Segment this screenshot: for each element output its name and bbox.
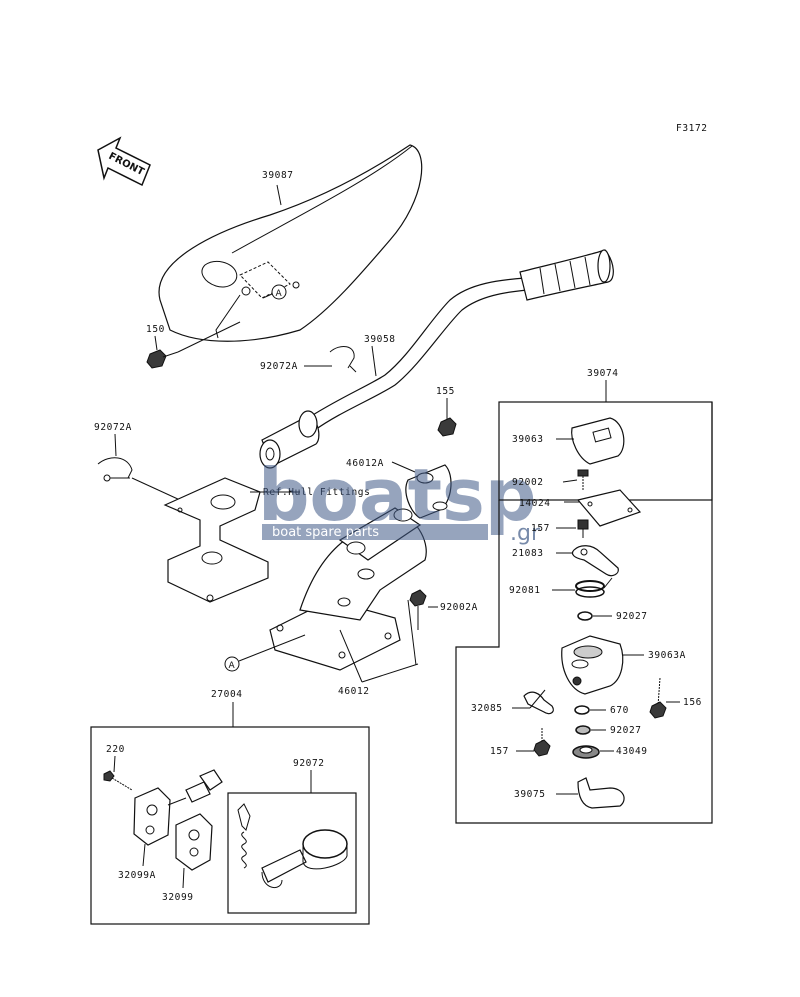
label-92072a-left: 92072A (94, 422, 132, 433)
mounting-bracket-part (163, 477, 269, 603)
label-21083: 21083 (512, 548, 544, 559)
handlebar-cover-part (158, 144, 423, 342)
switch-assembly-box (90, 726, 370, 925)
label-14024: 14024 (519, 498, 551, 509)
label-92072a-top: 92072A (260, 361, 298, 372)
label-155: 155 (436, 386, 455, 397)
label-39058: 39058 (364, 334, 396, 345)
clamp-92072a-top-part (329, 346, 357, 373)
seal-43049-part (572, 745, 600, 759)
label-220: 220 (106, 744, 125, 755)
figure-code: F3172 (676, 123, 708, 134)
lanyard-clip-part (237, 803, 348, 888)
case-39063a-part (561, 635, 624, 695)
svg-text:boat spare parts: boat spare parts (272, 525, 379, 540)
clamp-92072a-left-part (97, 457, 133, 482)
label-32085: 32085 (471, 703, 503, 714)
left-grip-icon (259, 410, 320, 469)
switch-housing-32099a-part (133, 787, 187, 846)
washer-92027-bottom-part (575, 725, 591, 735)
label-46012a: 46012A (346, 458, 384, 469)
bolt-92002a-part (409, 589, 427, 630)
bolt-157-top-part (577, 519, 589, 538)
circle-marker-a-bottom: A (224, 656, 240, 672)
label-39087: 39087 (262, 170, 294, 181)
cover-39063-part (571, 417, 625, 465)
screw-220-part (103, 770, 133, 791)
watermark-logo: boatsp .gr boat spare parts (258, 453, 541, 546)
label-670: 670 (610, 705, 629, 716)
o-ring-670-part (574, 705, 590, 715)
ref-hull-fittings: Ref.Hull Fittings (263, 487, 370, 498)
label-32099: 32099 (162, 892, 194, 903)
front-arrow-icon: FRONT (97, 136, 151, 187)
spring-92081-part (575, 577, 613, 598)
switch-cover-32099-part (175, 813, 213, 871)
bolt-92002-part (577, 469, 589, 490)
holder-46012a-part (405, 464, 452, 519)
bolt-157-bottom-part (533, 728, 551, 757)
label-43049: 43049 (616, 746, 648, 757)
label-92002: 92002 (512, 477, 544, 488)
label-27004: 27004 (211, 689, 243, 700)
label-92027-bottom: 92027 (610, 725, 642, 736)
svg-text:boatsp: boatsp (258, 453, 536, 537)
lever-32085-part (523, 691, 554, 715)
throttle-case-box-outline (455, 402, 713, 824)
label-150: 150 (146, 324, 165, 335)
bolt-150-part (146, 349, 179, 369)
label-157-bottom: 157 (490, 746, 509, 757)
label-39074: 39074 (587, 368, 619, 379)
bolt-156-part (649, 677, 667, 719)
washer-92027-top-part (577, 611, 593, 621)
handlebar-part (259, 249, 614, 469)
label-32099a: 32099A (118, 870, 156, 881)
lever-21083-part (571, 545, 619, 577)
label-157-top: 157 (531, 523, 550, 534)
svg-text:A: A (276, 289, 283, 299)
lanyard-box (227, 792, 357, 914)
connector-part (185, 769, 223, 803)
label-92027-top: 92027 (616, 611, 648, 622)
plate-14024-part (576, 489, 642, 527)
label-39063a: 39063A (648, 650, 686, 661)
svg-text:A: A (229, 661, 236, 671)
bolt-155-part (437, 398, 457, 437)
label-39063: 39063 (512, 434, 544, 445)
throttle-lever-39075-part (577, 777, 625, 809)
label-92072: 92072 (293, 758, 325, 769)
label-46012: 46012 (338, 686, 370, 697)
label-39075: 39075 (514, 789, 546, 800)
label-92002a: 92002A (440, 602, 478, 613)
label-92081: 92081 (509, 585, 541, 596)
svg-text:.gr: .gr (510, 521, 541, 546)
label-156: 156 (683, 697, 702, 708)
right-grip-icon (519, 249, 614, 301)
circle-marker-a-top: A (271, 284, 287, 300)
